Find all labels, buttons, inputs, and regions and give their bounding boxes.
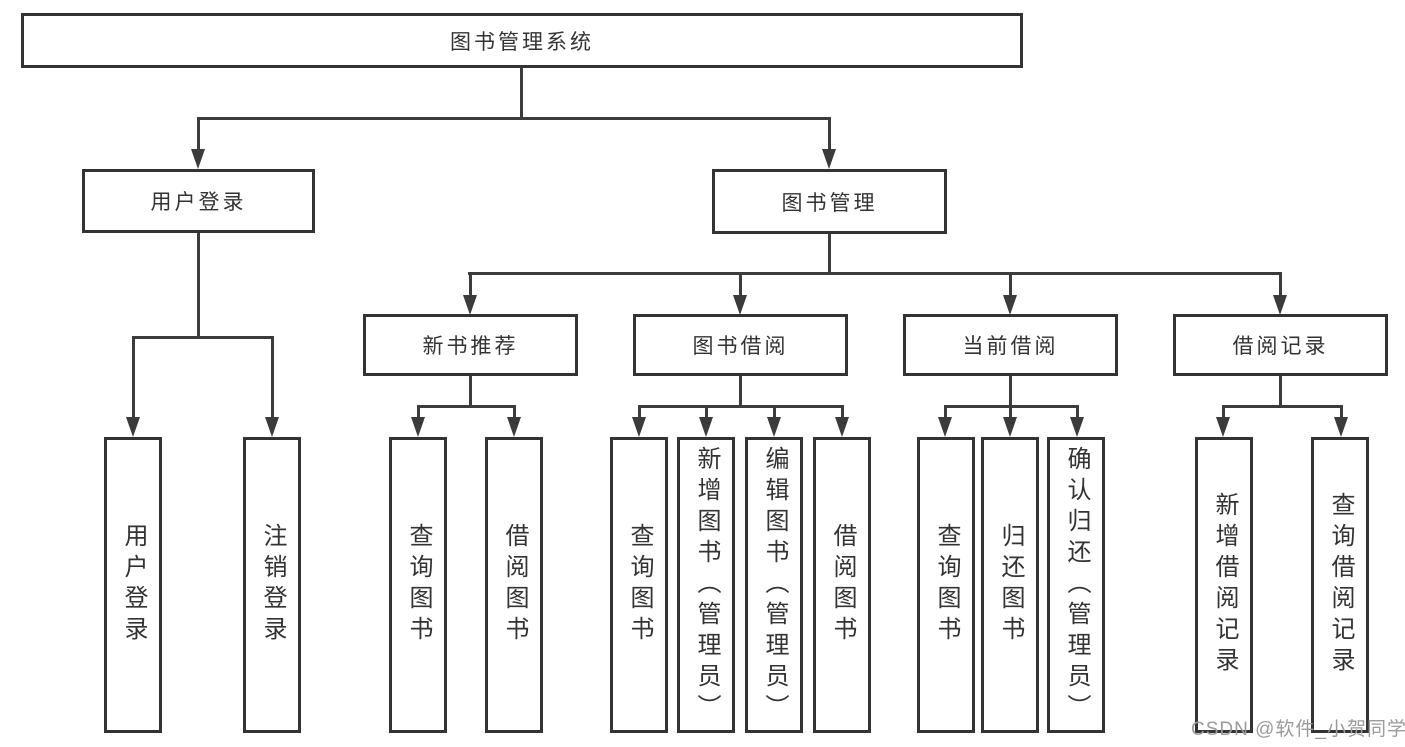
leaf-borrow-book-1: 借阅图书 bbox=[485, 437, 543, 733]
node-label: 查询图书 bbox=[933, 523, 960, 647]
leaf-logout: 注销登录 bbox=[243, 437, 301, 733]
arrow-down-icon bbox=[835, 417, 849, 437]
node-label: 查询图书 bbox=[626, 523, 653, 647]
node-borrow-records: 借阅记录 bbox=[1173, 314, 1388, 376]
node-label: 注销登录 bbox=[259, 523, 286, 647]
arrow-down-icon bbox=[632, 417, 646, 437]
arrow-down-icon bbox=[411, 417, 425, 437]
arrow-down-icon bbox=[191, 149, 205, 169]
leaf-query-book-3: 查询图书 bbox=[917, 437, 975, 733]
node-current-borrow: 当前借阅 bbox=[903, 314, 1118, 376]
node-new-book-recommend: 新书推荐 bbox=[363, 314, 578, 376]
connector-line bbox=[197, 117, 831, 120]
connector-line bbox=[513, 405, 516, 419]
connector-line bbox=[638, 405, 641, 419]
leaf-query-book-1: 查询图书 bbox=[389, 437, 447, 733]
arrow-down-icon bbox=[507, 417, 521, 437]
node-user-login: 用户登录 bbox=[82, 169, 315, 233]
node-label: 查询图书 bbox=[405, 523, 432, 647]
node-label: 用户登录 bbox=[120, 523, 147, 647]
connector-line bbox=[1009, 405, 1012, 419]
connector-line bbox=[739, 272, 742, 297]
connector-line bbox=[1076, 405, 1079, 419]
connector-line bbox=[1340, 405, 1343, 419]
leaf-borrow-book-2: 借阅图书 bbox=[813, 437, 871, 733]
arrow-down-icon bbox=[767, 417, 781, 437]
connector-line bbox=[828, 117, 831, 151]
connector-line bbox=[1009, 272, 1012, 297]
arrow-down-icon bbox=[1070, 417, 1084, 437]
leaf-return-book: 归还图书 bbox=[981, 437, 1039, 733]
node-label: 编辑图书（管理员） bbox=[761, 445, 788, 725]
node-label: 新增借阅记录 bbox=[1211, 492, 1238, 678]
arrow-down-icon bbox=[1334, 417, 1348, 437]
connector-line bbox=[739, 376, 742, 408]
connector-line bbox=[1009, 376, 1012, 408]
arrow-down-icon bbox=[463, 295, 477, 315]
connector-line bbox=[1222, 405, 1225, 419]
connector-line bbox=[132, 336, 135, 419]
connector-line bbox=[520, 67, 523, 120]
leaf-query-book-2: 查询图书 bbox=[610, 437, 668, 733]
node-label: 用户登录 bbox=[150, 191, 247, 214]
arrow-down-icon bbox=[938, 417, 952, 437]
connector-line bbox=[638, 405, 844, 408]
connector-line bbox=[469, 272, 472, 297]
leaf-add-borrow-record: 新增借阅记录 bbox=[1195, 437, 1253, 733]
connector-line bbox=[468, 272, 1282, 275]
arrow-down-icon bbox=[126, 417, 140, 437]
arrow-down-icon bbox=[699, 417, 713, 437]
node-label: 确认归还（管理员） bbox=[1063, 445, 1090, 725]
node-label: 新书推荐 bbox=[422, 335, 519, 358]
node-label: 借阅图书 bbox=[829, 523, 856, 647]
arrow-down-icon bbox=[733, 295, 747, 315]
node-label: 图书管理系统 bbox=[450, 30, 594, 54]
node-book-borrow: 图书借阅 bbox=[633, 314, 848, 376]
connector-line bbox=[417, 405, 516, 408]
arrow-down-icon bbox=[822, 149, 836, 169]
connector-line bbox=[197, 233, 200, 339]
leaf-query-borrow-record: 查询借阅记录 bbox=[1311, 437, 1369, 733]
connector-line bbox=[132, 336, 274, 339]
arrow-down-icon bbox=[1003, 295, 1017, 315]
arrow-down-icon bbox=[265, 417, 279, 437]
arrow-down-icon bbox=[1216, 417, 1230, 437]
connector-line bbox=[271, 336, 274, 419]
node-library-management-system: 图书管理系统 bbox=[21, 13, 1023, 68]
connector-line bbox=[828, 234, 831, 275]
node-label: 图书借阅 bbox=[692, 335, 789, 358]
connector-line bbox=[197, 117, 200, 151]
leaf-confirm-return-admin: 确认归还（管理员） bbox=[1047, 437, 1105, 733]
node-label: 归还图书 bbox=[997, 523, 1024, 647]
node-label: 当前借阅 bbox=[962, 335, 1059, 358]
node-label: 新增图书（管理员） bbox=[693, 445, 720, 725]
connector-line bbox=[1279, 376, 1282, 408]
connector-line bbox=[773, 405, 776, 419]
connector-line bbox=[1279, 272, 1282, 297]
node-label: 图书管理 bbox=[781, 191, 878, 215]
connector-line bbox=[1222, 405, 1343, 408]
node-label: 查询借阅记录 bbox=[1327, 492, 1354, 678]
arrow-down-icon bbox=[1273, 295, 1287, 315]
node-label: 借阅记录 bbox=[1232, 335, 1329, 358]
connector-line bbox=[469, 376, 472, 408]
leaf-edit-book-admin: 编辑图书（管理员） bbox=[745, 437, 803, 733]
connector-line bbox=[944, 405, 947, 419]
node-label: 借阅图书 bbox=[501, 523, 528, 647]
node-book-management: 图书管理 bbox=[712, 169, 947, 234]
leaf-user-login: 用户登录 bbox=[104, 437, 162, 733]
arrow-down-icon bbox=[1003, 417, 1017, 437]
connector-line bbox=[417, 405, 420, 419]
csdn-watermark: CSDN @软件_小贺同学 bbox=[1191, 719, 1405, 740]
connector-line bbox=[841, 405, 844, 419]
leaf-add-book-admin: 新增图书（管理员） bbox=[677, 437, 735, 733]
connector-line bbox=[705, 405, 708, 419]
